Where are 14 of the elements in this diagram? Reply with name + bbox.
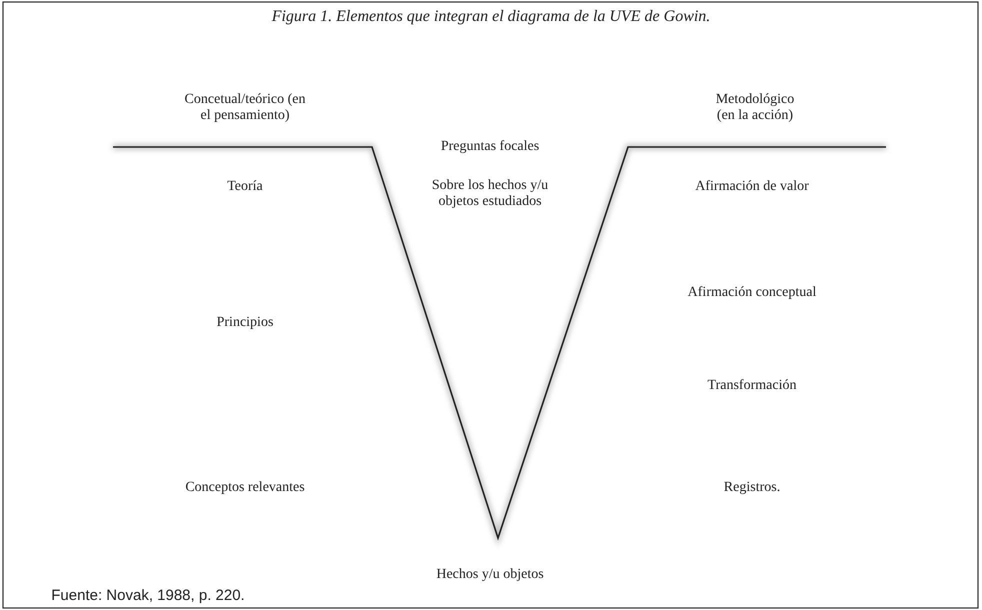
section-label: Afirmación de valor — [695, 179, 809, 195]
section-label: Hechos y/u objetos — [436, 567, 544, 583]
section-label: Principios — [216, 315, 274, 331]
section-label: Sobre los hechos y/u objetos estudiados — [430, 178, 550, 210]
column-heading: Metodológico (en la acción) — [714, 92, 796, 124]
section-label: Afirmación conceptual — [688, 285, 816, 301]
column-heading: Concetual/teórico (en el pensamiento) — [184, 92, 306, 124]
section-label: Registros. — [724, 480, 780, 496]
section-label: Conceptos relevantes — [185, 480, 305, 496]
section-label: Transformación — [708, 378, 796, 394]
figure-title: Figura 1. Elementos que integran el diagrama de la UVE de Gowin. — [272, 9, 710, 25]
source-note: Fuente: Novak, 1988, p. 220. — [51, 588, 245, 604]
section-label: Teoría — [227, 179, 263, 195]
section-label: Preguntas focales — [440, 139, 540, 155]
